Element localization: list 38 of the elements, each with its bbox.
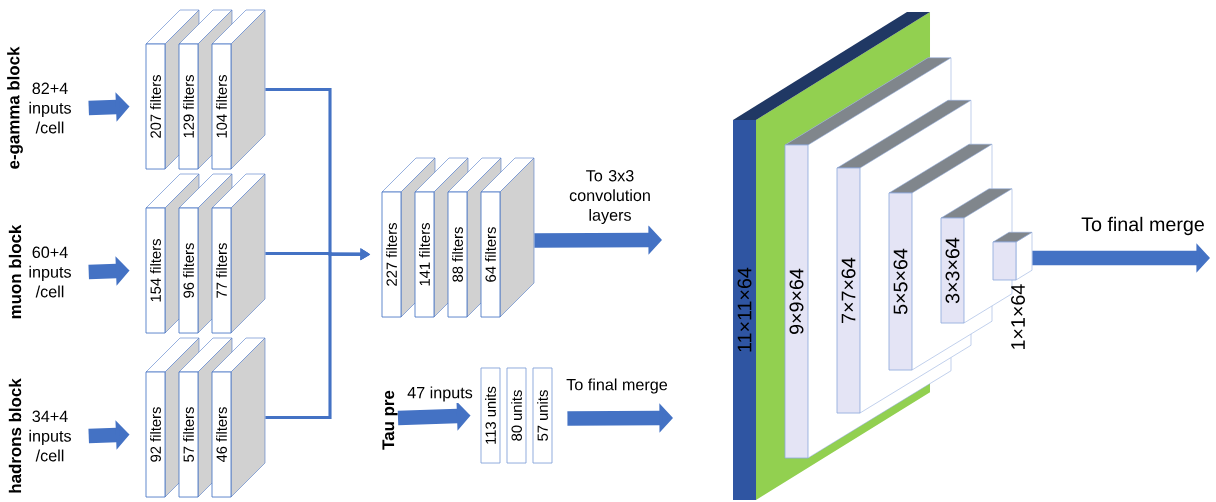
edge-label: To final merge	[1079, 215, 1207, 237]
node-label: 77 filters	[216, 243, 227, 298]
filter-slab: 154 filters	[145, 207, 166, 334]
input-label: 82+4 inputs /cell	[29, 82, 71, 134]
filter-slab: 96 filters	[178, 207, 199, 334]
edge-label: 47 inputs	[405, 385, 475, 403]
convolution-slab: 9×9×64	[784, 144, 809, 459]
filter-slab: 92 filters	[145, 371, 166, 498]
edge-label: To final merge	[564, 377, 670, 395]
convolution-slab: 11×11×64	[733, 119, 756, 501]
filter-slab: 227 filters	[381, 191, 402, 318]
input-label: 60+4 inputs /cell	[29, 246, 71, 298]
filter-slab: 88 filters	[447, 191, 468, 318]
convolution-slab: 1×1×64	[992, 231, 1033, 349]
block-label: muon block	[8, 224, 22, 319]
node-label: 104 filters	[216, 75, 227, 138]
block-label: Tau pre	[382, 390, 398, 450]
node-label: 1×1×64	[1011, 284, 1025, 349]
block-label: e-gamma block	[7, 46, 23, 169]
convolution-slab: 5×5×64	[888, 192, 913, 371]
node-label: 64 filters	[485, 227, 496, 282]
filter-slab: 141 filters	[414, 191, 435, 318]
filter-slab: 57 filters	[178, 371, 199, 498]
dense-layer-box: 80 units	[506, 367, 527, 464]
convolution-slab: 3×3×64	[940, 217, 965, 324]
filter-slab: 77 filters	[211, 173, 266, 334]
filter-slab: 207 filters	[145, 43, 166, 170]
node-label: 46 filters	[216, 407, 227, 463]
block-label: hadrons block	[8, 378, 22, 493]
filter-slab: 104 filters	[211, 9, 266, 170]
dense-layer-box: 57 units	[532, 367, 553, 464]
filter-slab: 64 filters	[480, 157, 535, 318]
convolution-slab: 7×7×64	[836, 167, 861, 414]
filter-slab: 46 filters	[211, 337, 266, 498]
filter-slab: 129 filters	[178, 43, 199, 170]
input-label: 34+4 inputs /cell	[29, 410, 71, 462]
dense-layer-box: 113 units	[480, 367, 501, 464]
edge-label: To 3x3 convolution layers	[556, 168, 664, 226]
